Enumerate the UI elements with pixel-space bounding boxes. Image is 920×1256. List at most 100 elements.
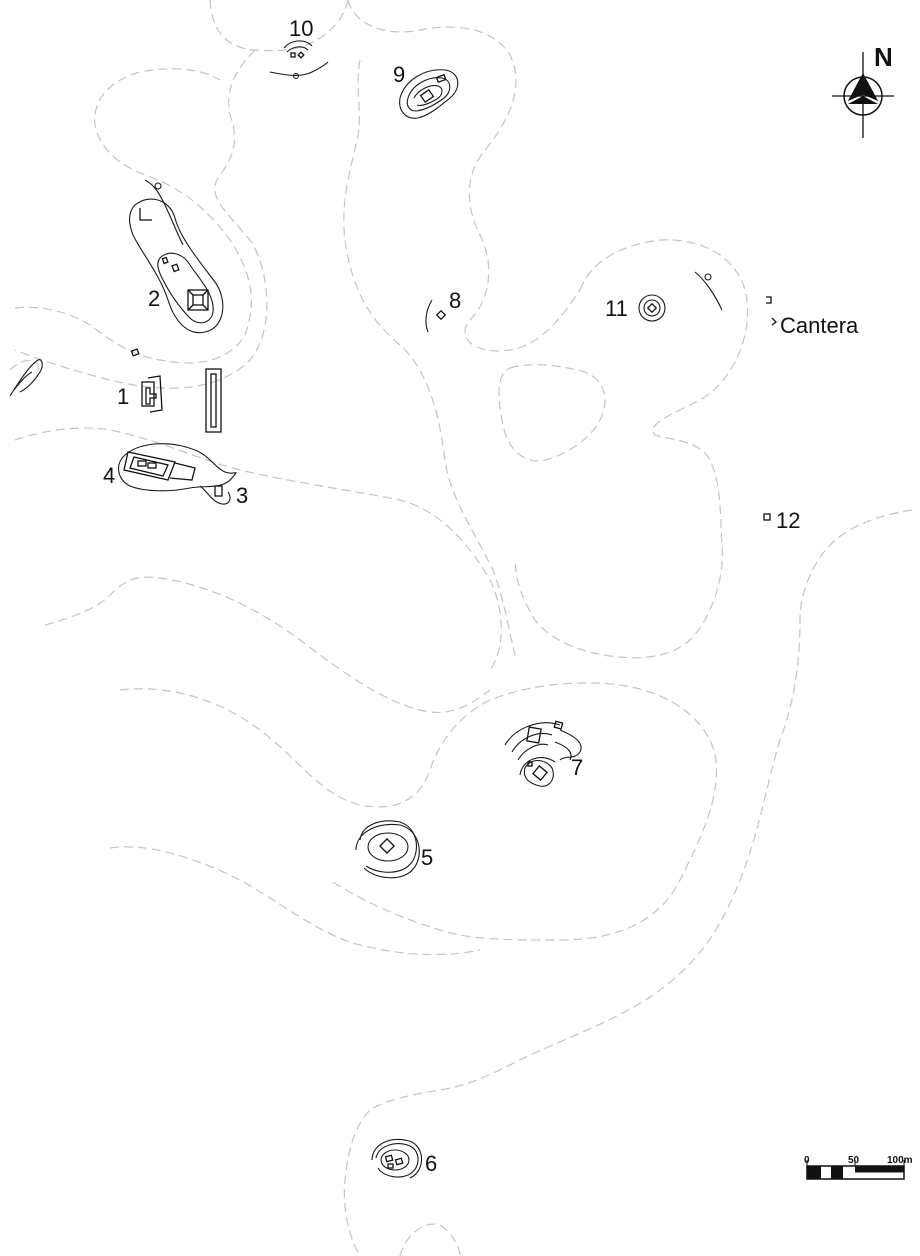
site-label-1: 1 <box>117 384 129 409</box>
north-arrow-head <box>847 72 879 102</box>
contour-west-outer <box>14 68 252 364</box>
contour-west-lower <box>44 576 491 714</box>
mound-2-topography <box>128 179 224 334</box>
site-label-5: 5 <box>421 845 433 870</box>
mound-11-inner-contour <box>643 299 661 317</box>
cantera-marker-a <box>766 296 772 304</box>
site-label-4: 4 <box>103 463 115 488</box>
site-2-pyramid-diag-d <box>202 304 209 311</box>
site-label-6: 6 <box>425 1151 437 1176</box>
mound-9-topography <box>399 69 459 119</box>
contour-central-west <box>343 59 516 656</box>
site-5-structure <box>379 838 395 854</box>
site-label-3: 3 <box>236 483 248 508</box>
site-6-structure-c <box>387 1163 394 1169</box>
site-labels: 1 2 3 4 5 6 7 8 9 10 11 12 Cantera <box>103 16 859 1176</box>
scale-bar: 0 50 100m <box>804 1155 913 1180</box>
site-label-10: 10 <box>289 16 313 41</box>
mound-5-outer-contour <box>359 820 418 873</box>
site-9-structure-b <box>435 73 447 84</box>
mound-6-outer-contour <box>375 1143 419 1178</box>
site-1-bracket <box>147 375 163 413</box>
site-7-structure-b <box>553 720 564 730</box>
site-4-room-b <box>147 462 157 469</box>
scale-bar-segment-2 <box>831 1166 843 1179</box>
site-2-ridge-marker <box>154 182 162 190</box>
scale-bar-segment-1 <box>807 1166 821 1179</box>
mound-10-topography <box>269 40 329 80</box>
mound-2-ridge-line <box>144 179 184 246</box>
site-1-stair <box>145 387 157 405</box>
scale-bar-segment-3 <box>855 1166 904 1173</box>
mound-5-inner-contour <box>367 832 409 862</box>
contour-south-plateau <box>119 682 718 941</box>
mound-11-outer-contour <box>638 294 666 322</box>
structures <box>123 51 777 1169</box>
contour-east-basin <box>514 239 749 659</box>
site-2-pyramid-diag-c <box>187 304 194 311</box>
contour-east-depression <box>498 364 606 462</box>
site-label-12: 12 <box>776 508 800 533</box>
site-4-annex <box>169 462 196 481</box>
mound-10-arc-inner <box>286 46 309 53</box>
mound-11-east-marker <box>704 273 712 281</box>
mound-7-contour-d <box>559 729 582 761</box>
cantera-label: Cantera <box>780 313 859 338</box>
site-7-structure-d <box>527 761 533 767</box>
site-8-structure <box>435 309 447 321</box>
site-10-structure-b <box>297 51 305 59</box>
mound-6-topography <box>371 1138 423 1179</box>
site-6-structure-a <box>384 1154 394 1163</box>
mound-9-core-contour <box>413 85 443 107</box>
site-9-structure-a <box>419 88 435 104</box>
site-11-structure <box>646 302 658 314</box>
mound-11-east-ridge <box>694 271 723 311</box>
site-6-structure-b <box>394 1157 404 1166</box>
site-7-structure-c <box>532 765 548 781</box>
scale-label-100: 100m <box>887 1155 913 1166</box>
mound-7-topography <box>504 722 582 787</box>
ballcourt-outer <box>205 368 222 433</box>
west-edge-mound-outer <box>9 359 43 397</box>
mound-10-marker <box>292 72 300 80</box>
west-edge-mound-inner <box>13 371 33 391</box>
mound-3-contour <box>199 485 231 505</box>
mound-6-inner-contour <box>380 1149 410 1171</box>
contour-west-mid <box>14 427 502 671</box>
mound-9-outer-contour <box>399 69 459 119</box>
site-3-structure <box>214 485 223 497</box>
north-arrow: N <box>832 42 894 138</box>
mound-4-contour <box>118 443 237 492</box>
site-2-pyramid-diag-b <box>202 289 209 296</box>
mound-2-l-structure <box>139 208 152 221</box>
mound-7-contour-b <box>511 733 553 753</box>
mound-6-outermost-arc <box>371 1138 423 1179</box>
north-arrow-lower <box>848 96 878 104</box>
mound-10-base-line <box>269 61 329 76</box>
contour-east-long <box>343 509 913 1256</box>
site-2-small-structure-b <box>171 263 180 273</box>
ballcourt-inner <box>210 373 217 428</box>
site-2-pyramid-diag-a <box>187 289 194 296</box>
north-arrow-label: N <box>874 42 893 72</box>
site-2-small-structure-a <box>161 256 169 265</box>
site-7-structure-a <box>526 726 542 744</box>
mound-7-lower-mound <box>523 759 554 787</box>
mound-2-inner-contour <box>157 252 214 324</box>
site-1-marker <box>130 348 140 357</box>
site-label-8: 8 <box>449 288 461 313</box>
scale-label-50: 50 <box>848 1155 860 1166</box>
contour-north-ridge <box>209 0 349 52</box>
mound-5-topography <box>355 820 420 879</box>
mound-7-contour-c <box>517 743 549 761</box>
terrain-contours <box>9 0 913 1256</box>
mound-7-lower-arc <box>519 757 556 776</box>
mound-7-contour-a <box>504 722 561 746</box>
site-2-pyramid-outer <box>187 289 209 311</box>
site-4-platform <box>123 451 176 481</box>
site-4-room-a <box>137 460 147 467</box>
contour-west-upper <box>14 49 268 389</box>
mound-8-arc <box>425 299 433 333</box>
cantera-marker-b <box>771 317 777 326</box>
